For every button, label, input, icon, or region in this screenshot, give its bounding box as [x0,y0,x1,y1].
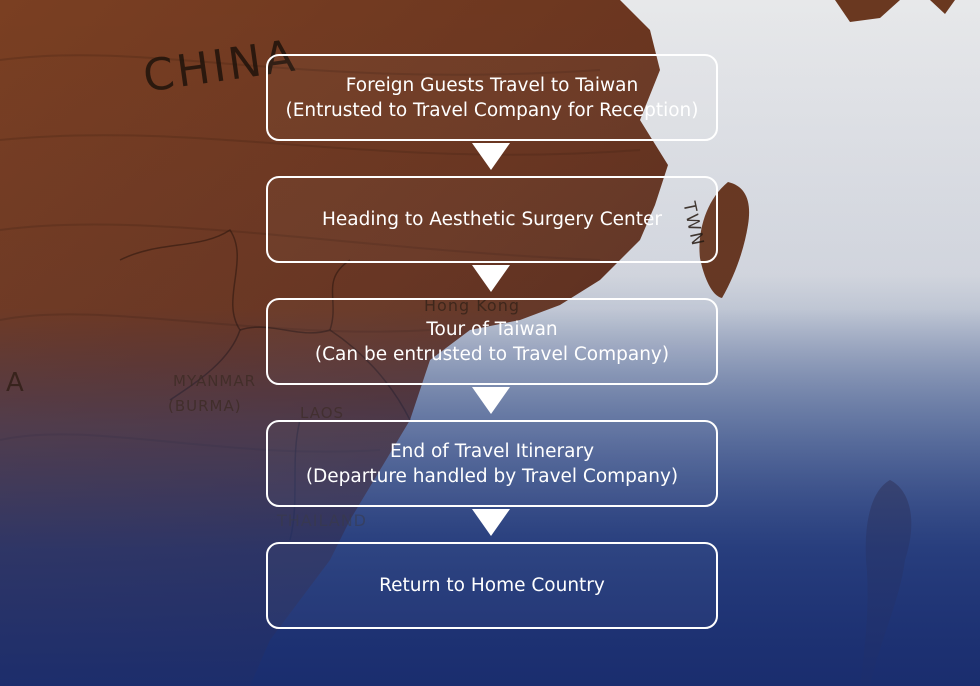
map-label-hong-kong: Hong Kong [424,296,520,315]
step-aesthetic-surgery-center: Heading to Aesthetic Surgery Center [266,176,718,263]
step-foreign-guests-travel: Foreign Guests Travel to Taiwan (Entrust… [266,54,718,141]
map-label-thailand: THAILAND [277,511,367,530]
step-title: Tour of Taiwan [426,318,558,340]
map-label-burma: (BURMA) [168,397,242,415]
step-end-of-itinerary: End of Travel Itinerary (Departure handl… [266,420,718,507]
down-arrow-icon [472,509,510,536]
step-subtitle: (Departure handled by Travel Company) [305,465,679,487]
step-title: Foreign Guests Travel to Taiwan [345,74,639,96]
down-arrow-icon [472,143,510,170]
down-arrow-icon [472,387,510,414]
map-label-laos: LAOS [300,404,345,422]
down-arrow-icon [472,265,510,292]
map-label-india-fragment: A [6,368,25,398]
step-title: Heading to Aesthetic Surgery Center [321,209,663,230]
step-return-home: Return to Home Country [266,542,718,629]
step-subtitle: (Entrusted to Travel Company for Recepti… [285,99,699,121]
step-title: End of Travel Itinerary [389,440,595,462]
map-label-myanmar: MYANMAR [173,372,257,390]
step-subtitle: (Can be entrusted to Travel Company) [314,343,670,365]
step-title: Return to Home Country [379,575,605,596]
step-tour-of-taiwan: Tour of Taiwan (Can be entrusted to Trav… [266,298,718,385]
